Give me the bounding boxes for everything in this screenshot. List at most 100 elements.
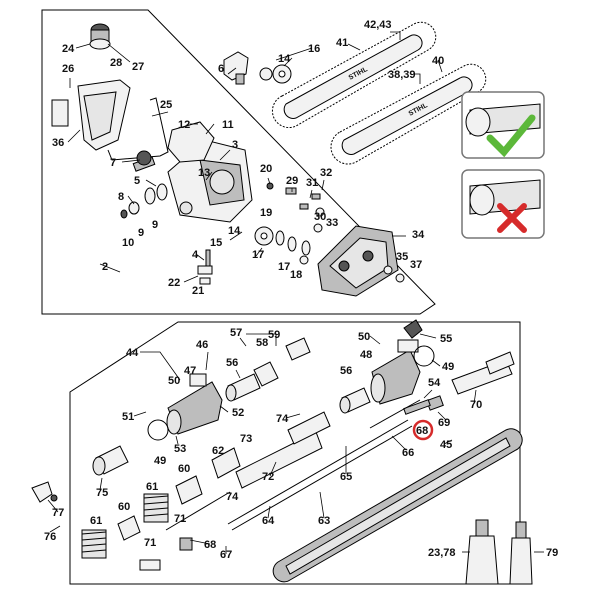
sleeve-75 [92,445,129,476]
washer [259,67,273,81]
sleeve-56a [225,373,261,402]
callout: 61 [146,481,158,493]
callout: 41 [336,37,348,49]
callout: 22 [168,277,180,289]
cross-icon [497,203,527,233]
callout: 24 [62,43,75,55]
gasket [107,97,169,161]
callout: 7 [110,157,116,169]
bushing-71 [139,559,161,571]
callout: 65 [340,471,352,483]
callout: 27 [132,61,144,73]
callout: 70 [470,399,482,411]
callout: 50 [358,331,370,343]
shaft-assembly-frame [69,321,521,585]
callout: 52 [232,407,244,419]
wing-knob [403,319,423,339]
callout: 9 [152,219,158,231]
saw-chain [330,63,487,165]
correct-fit-inset [461,91,545,159]
callout: 9 [138,227,144,239]
callout: 49 [442,361,454,373]
oil-tank [51,79,131,151]
callout: 74 [226,491,239,503]
tube-end [485,351,515,375]
cover-nut [383,265,393,275]
tank-cap [89,23,111,50]
callout: 56 [340,365,352,377]
clamp-77 [31,481,58,503]
callout: 38,39 [388,69,416,81]
callout: 32 [320,167,332,179]
tensioner-screw [197,249,213,285]
cover-nut [395,273,405,283]
coupling-60 [175,475,203,505]
callout: 28 [110,57,122,69]
sprocket-icon [254,226,274,246]
sprocket-cover [317,225,399,297]
callout: 68 [204,539,216,551]
callout: 62 [212,445,224,457]
callout: 75 [96,487,108,499]
callout: 45 [440,439,452,451]
o-ring [413,345,435,367]
gearbox-assembly-frame [41,9,436,315]
callout: 5 [134,175,140,187]
callout: 55 [440,333,452,345]
callout: 46 [196,339,208,351]
callout: 13 [198,167,210,179]
callout: 11 [222,119,234,131]
bar-screws [266,182,325,233]
callout: 69 [438,417,450,429]
callout: 73 [240,433,252,445]
callout: 79 [546,547,558,559]
check-icon [486,114,536,158]
callout: 31 [306,177,318,189]
callout: 64 [262,515,275,527]
callout: 20 [260,163,272,175]
callout: 30 [314,211,326,223]
leader-lines [47,31,544,554]
callout-highlighted: 68 [416,425,428,437]
coupling-housing [370,339,421,405]
callout: 21 [192,285,204,297]
highlight-ring [412,419,434,441]
callout: 44 [126,347,139,359]
callout: 61 [90,515,102,527]
callout: 54 [428,377,441,389]
washers [120,183,168,219]
o-ring [147,419,169,441]
callout: 26 [62,63,74,75]
spring-61a [143,493,169,523]
callout: 17 [252,249,264,261]
callout: 49 [154,455,166,467]
callout: 37 [410,259,422,271]
callout: 17 [278,261,290,273]
callout: 18 [290,269,302,281]
grease-tube [465,519,499,585]
drive-shaft [227,419,409,525]
sprocket-washers [275,230,311,256]
callout: 72 [262,471,274,483]
callout: 6 [218,63,224,75]
callout: 51 [122,411,134,423]
guide-bar-top: STIHL [283,34,423,119]
coupling-68 [179,537,193,551]
callout: 74 [276,413,289,425]
tube-72 [235,431,323,489]
callout: 59 [268,329,280,341]
callout: 60 [118,501,130,513]
drive-tube [272,428,523,583]
callout: 48 [360,349,372,361]
callout: 16 [308,43,320,55]
callout: 8 [118,191,124,203]
callout: 77 [52,507,64,519]
callout: 42,43 [364,19,392,31]
incorrect-fit-inset [461,169,545,239]
callout: 67 [220,549,232,561]
cover-nut [299,255,309,265]
shaft-54 [403,399,431,415]
callout: 56 [226,357,238,369]
lubricant-bottle [509,521,533,585]
